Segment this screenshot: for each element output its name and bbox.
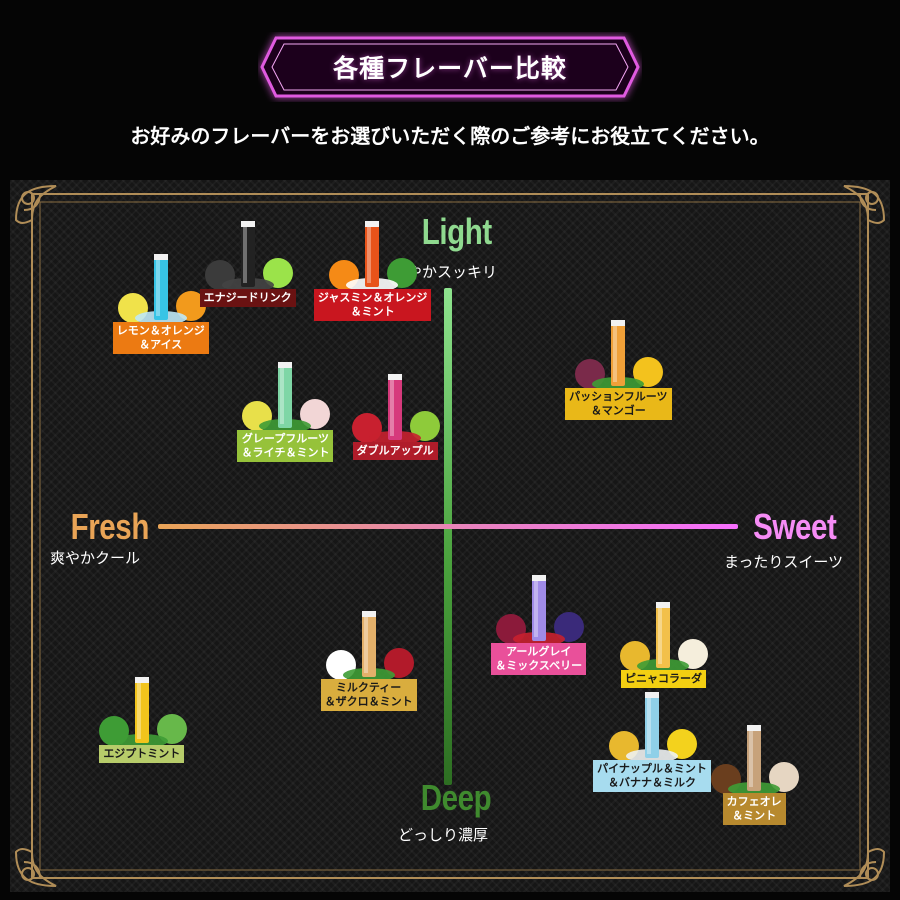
product-image [495, 575, 584, 646]
fresh-sweet-axis [158, 524, 738, 529]
flavor-label-line: エジプトミント [103, 747, 181, 760]
flavor-label-line: ミルクティー [335, 681, 402, 694]
axis-sub-light: 爽やかスッキリ [392, 263, 498, 281]
flavor-label: エジプトミント [99, 745, 185, 763]
flavor-label-line: パイナップル＆ミント [597, 762, 707, 775]
flavor-label: ミルクティー＆ザクロ＆ミント [320, 679, 417, 711]
flavor-label: エナジードリンク [199, 289, 296, 307]
page-title: 各種フレーバー比較 [333, 54, 567, 83]
axis-label-fresh: Fresh [70, 506, 150, 547]
flavor-point-egypt: エジプトミント [92, 675, 192, 775]
title-banner: 各種フレーバー比較 [258, 32, 642, 102]
flavor-label-line: レモン＆オレンジ [116, 324, 205, 337]
flavor-label-line: ジャスミン＆オレンジ [317, 291, 428, 304]
light-deep-axis [444, 288, 452, 785]
flavor-label-line: カフェオレ [726, 795, 782, 808]
flavor-label-line: ＆マンゴー [590, 404, 646, 417]
flavor-label-line: エナジードリンク [203, 291, 292, 304]
product-image [620, 602, 709, 673]
flavor-label-line: ＆ミント [732, 809, 777, 822]
flavor-label-line: ＆ライチ＆ミント [241, 446, 330, 459]
flavor-label-line: ＆バナナ＆ミルク [608, 776, 696, 789]
axis-sub-fresh: 爽やかクール [50, 549, 141, 567]
flavor-point-energy: エナジードリンク [198, 219, 298, 319]
flavor-label: グレープフルーツ＆ライチ＆ミント [237, 430, 334, 462]
product-image [711, 725, 800, 796]
flavor-label: ピニャコラーダ [620, 670, 706, 688]
flavor-point-pineapple: パイナップル＆ミント＆バナナ＆ミルク [593, 690, 711, 792]
page-subtitle: お好みのフレーバーをお選びいただく際のご参考にお役立てください。 [130, 124, 770, 148]
product-image [242, 362, 331, 433]
neon-banner-frame [260, 36, 640, 98]
flavor-point-pinacolada: ピニャコラーダ [613, 600, 713, 700]
product-image [98, 677, 187, 748]
flavor-label-line: アールグレイ [506, 645, 572, 658]
flavor-point-jasmine: ジャスミン＆オレンジ＆ミント [313, 219, 432, 321]
product-image [329, 221, 418, 292]
axis-label-deep: Deep [420, 777, 492, 818]
axis-label-light: Light [421, 211, 492, 252]
flavor-label-line: パッションフルーツ [569, 390, 668, 403]
flavor-label-line: ダブルアップル [356, 444, 434, 457]
flavor-label: レモン＆オレンジ＆アイス [112, 322, 209, 354]
axis-sub-deep: どっしり濃厚 [398, 826, 489, 844]
product-image [609, 692, 698, 763]
flavor-label: ジャスミン＆オレンジ＆ミント [313, 289, 432, 321]
flavor-label-line: ピニャコラーダ [624, 672, 702, 685]
flavor-label: パッションフルーツ＆マンゴー [565, 388, 672, 420]
flavor-point-grapefruit: グレープフルーツ＆ライチ＆ミント [235, 360, 335, 462]
flavor-label-line: グレープフルーツ [241, 432, 330, 445]
flavor-label-line: ＆ミント [350, 305, 395, 318]
axis-sub-sweet: まったりスイーツ [724, 553, 844, 571]
flavor-point-cafe: カフェオレ＆ミント [704, 723, 804, 825]
flavor-point-earlgrey: アールグレイ＆ミックスベリー [489, 573, 589, 675]
flavor-label: アールグレイ＆ミックスベリー [491, 643, 587, 675]
flavor-point-milktea: ミルクティー＆ザクロ＆ミント [319, 609, 419, 711]
product-image [575, 320, 664, 391]
flavor-point-passion: パッションフルーツ＆マンゴー [565, 318, 672, 420]
product-image [325, 611, 414, 682]
flavor-label: パイナップル＆ミント＆バナナ＆ミルク [593, 760, 711, 792]
axis-label-sweet: Sweet [753, 506, 837, 547]
flavor-label-line: ＆アイス [139, 338, 183, 351]
flavor-label: ダブルアップル [352, 442, 438, 460]
flavor-point-lemon: レモン＆オレンジ＆アイス [111, 252, 211, 354]
product-image [352, 374, 441, 445]
flavor-label-line: ＆ザクロ＆ミント [324, 695, 413, 708]
flavor-label: カフェオレ＆ミント [722, 793, 786, 825]
flavor-point-apple: ダブルアップル [345, 372, 445, 472]
product-image [117, 254, 206, 325]
product-image [204, 221, 293, 292]
flavor-label-line: ＆ミックスベリー [495, 659, 583, 672]
